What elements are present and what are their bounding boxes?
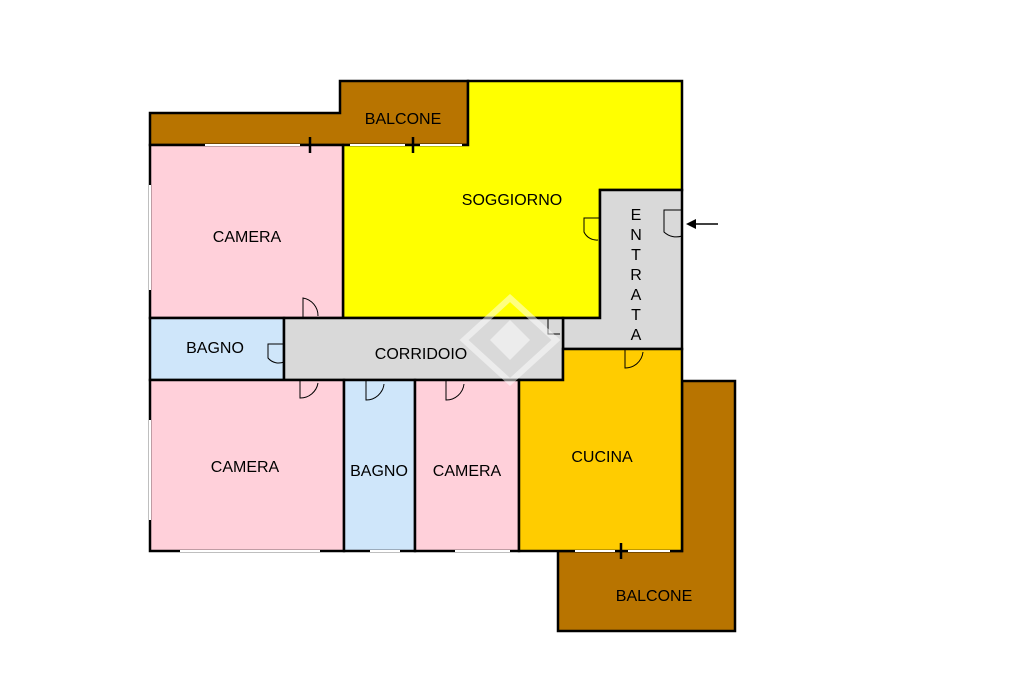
door-swings	[267, 209, 683, 401]
camera-top-area	[148, 143, 345, 320]
soggiorno-label: SOGGIORNO	[462, 192, 562, 209]
cucina-area	[517, 347, 684, 553]
bagno-bottom-area	[342, 378, 417, 553]
camera-bottom-mid-label: CAMERA	[433, 463, 502, 480]
camera-bottom-left-label: CAMERA	[211, 459, 280, 476]
entrata-letter: A	[631, 287, 642, 304]
bagno-left-label: BAGNO	[186, 340, 244, 357]
balcone-bottom-label: BALCONE	[616, 588, 692, 605]
window-ticks	[308, 137, 623, 559]
camera-top-label: CAMERA	[213, 229, 282, 246]
entrata-letter: E	[631, 207, 642, 224]
cucina-label: CUCINA	[571, 449, 633, 466]
entrata-letter: T	[631, 307, 641, 324]
arrow-left-icon	[686, 219, 718, 229]
watermark-logo	[459, 293, 561, 387]
windows	[149, 144, 670, 552]
bagno-bottom-label: BAGNO	[350, 463, 408, 480]
entrata-letter: T	[631, 247, 641, 264]
camera-bottom-mid-area	[413, 378, 521, 553]
corridoio-label: CORRIDOIO	[375, 346, 467, 363]
entrata-label: E N T R A T A	[630, 207, 642, 344]
entrata-letter: R	[630, 267, 642, 284]
bagno-left-area	[148, 316, 286, 382]
entrata-letter: A	[631, 327, 642, 344]
balcone-top-label: BALCONE	[365, 111, 441, 128]
entrata-letter: N	[630, 227, 642, 244]
